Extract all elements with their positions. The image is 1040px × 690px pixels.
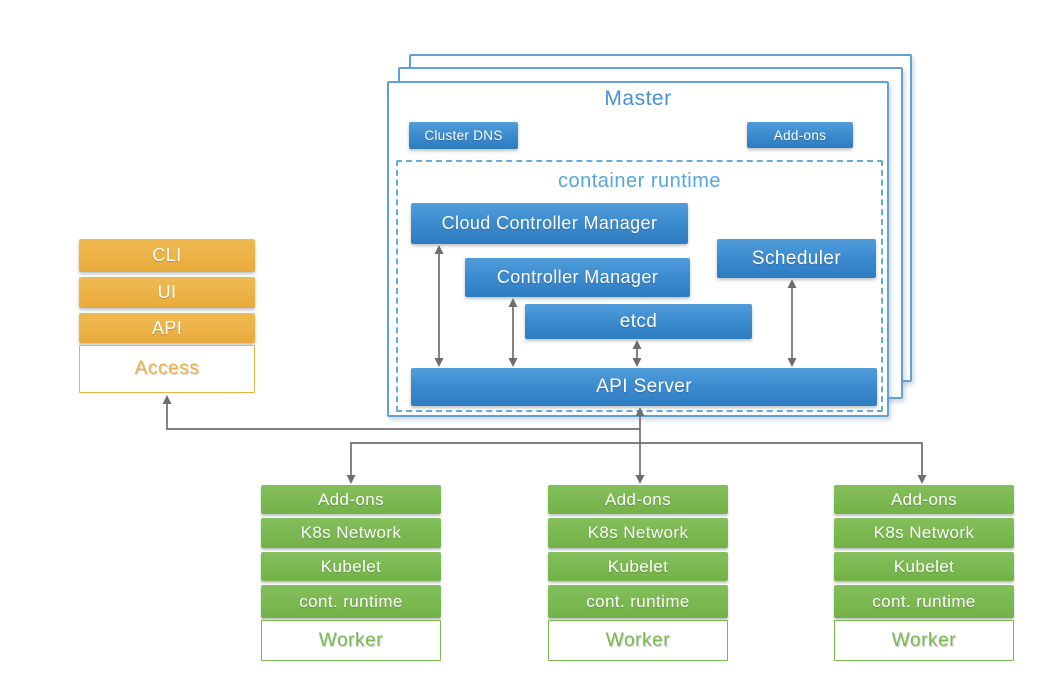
worker2-label: Worker [548, 620, 728, 661]
master-title: Master [604, 87, 672, 110]
master-addons-node: Add-ons [747, 122, 853, 148]
api-server-node: API Server [411, 368, 877, 406]
worker2-addons-row: Add-ons [548, 485, 728, 514]
worker1-label: Worker [261, 620, 441, 661]
worker1-addons-row: Add-ons [261, 485, 441, 514]
cloud-controller-manager-node: Cloud Controller Manager [411, 203, 688, 244]
worker-node-1: Add-ons K8s Network Kubelet cont. runtim… [261, 485, 441, 661]
etcd-node: etcd [525, 304, 752, 339]
container-runtime-title: container runtime [557, 170, 722, 192]
worker2-k8s-network-row: K8s Network [548, 518, 728, 548]
worker1-kubelet-row: Kubelet [261, 552, 441, 581]
arrowhead-down-worker1 [346, 475, 356, 484]
worker3-k8s-network-row: K8s Network [834, 518, 1014, 548]
worker1-k8s-network-row: K8s Network [261, 518, 441, 548]
worker-node-2: Add-ons K8s Network Kubelet cont. runtim… [548, 485, 728, 661]
worker3-cont-runtime-row: cont. runtime [834, 585, 1014, 618]
worker3-addons-row: Add-ons [834, 485, 1014, 514]
worker1-cont-runtime-row: cont. runtime [261, 585, 441, 618]
access-cli-node: CLI [79, 239, 255, 272]
arrowhead-up-access [162, 395, 172, 404]
arrowhead-down-worker2 [635, 475, 645, 484]
arrow-apiserver-workers13 [350, 442, 923, 477]
access-group-label: Access [79, 345, 255, 393]
cluster-dns-node: Cluster DNS [409, 122, 518, 149]
worker3-label: Worker [834, 620, 1014, 661]
access-api-node: API [79, 313, 255, 343]
worker3-kubelet-row: Kubelet [834, 552, 1014, 581]
worker-node-3: Add-ons K8s Network Kubelet cont. runtim… [834, 485, 1014, 661]
access-ui-node: UI [79, 277, 255, 308]
scheduler-node: Scheduler [717, 239, 876, 278]
worker2-kubelet-row: Kubelet [548, 552, 728, 581]
worker2-cont-runtime-row: cont. runtime [548, 585, 728, 618]
arrowhead-down-worker3 [917, 475, 927, 484]
controller-manager-node: Controller Manager [465, 258, 690, 297]
